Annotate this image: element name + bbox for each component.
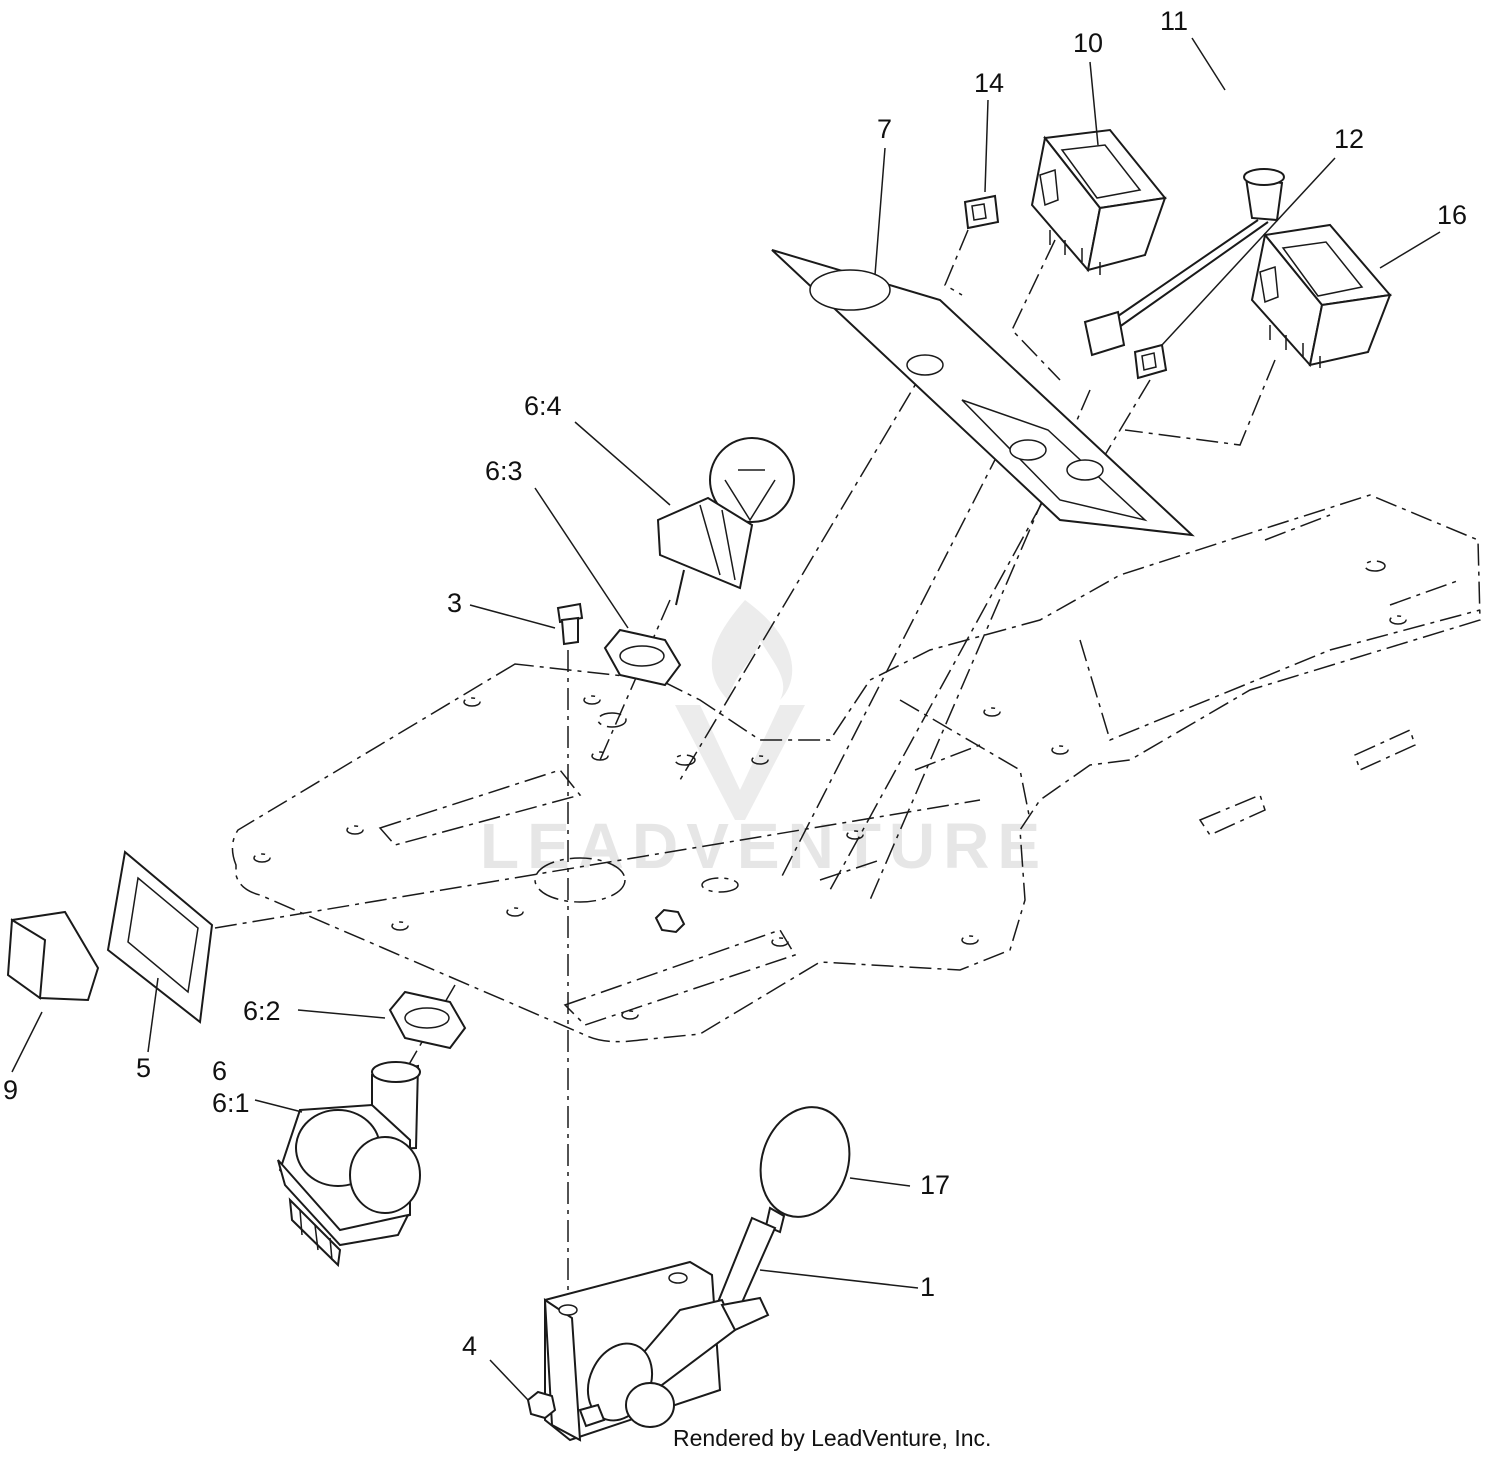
part-6-1-ignition-switch xyxy=(277,1061,421,1268)
callout-11: 11 xyxy=(1160,6,1188,36)
part-9-cap xyxy=(6,910,100,1002)
part-3-bolt xyxy=(556,602,584,646)
mounting-plate xyxy=(231,494,1481,1043)
part-7-gasket xyxy=(771,249,1195,537)
callout-7: 7 xyxy=(877,114,892,144)
callout-6-1: 6:1 xyxy=(212,1088,250,1118)
plate-hex-nut xyxy=(654,908,686,934)
part-10-switch xyxy=(1030,128,1167,275)
part-4-nut xyxy=(526,1390,557,1420)
watermark-flame-icon xyxy=(711,600,793,700)
callout-10: 10 xyxy=(1073,28,1103,58)
callout-5: 5 xyxy=(136,1053,151,1083)
callout-3: 3 xyxy=(447,588,462,618)
callout-9: 9 xyxy=(3,1075,18,1105)
watermark-text: LEADVENTURE xyxy=(480,810,1048,882)
callout-6-2: 6:2 xyxy=(243,996,281,1026)
callout-6-3: 6:3 xyxy=(485,456,523,486)
part-11-lamp-harness xyxy=(1083,168,1285,357)
part-16-switch xyxy=(1250,223,1392,368)
leader-lines xyxy=(11,37,1441,1401)
callout-4: 4 xyxy=(462,1331,477,1361)
render-credit: Rendered by LeadVenture, Inc. xyxy=(673,1425,991,1451)
callout-6: 6 xyxy=(212,1056,227,1086)
part-6-3-nut xyxy=(603,628,682,687)
watermark: LEADVENTURE xyxy=(480,600,1048,882)
part-5-bezel xyxy=(106,850,214,1024)
part-6-4-bulb xyxy=(656,437,795,606)
part-6-2-nut xyxy=(388,990,467,1050)
callout-6-4: 6:4 xyxy=(524,391,562,421)
part-14-plug xyxy=(963,194,1000,230)
callout-12: 12 xyxy=(1334,124,1364,154)
callout-16: 16 xyxy=(1437,200,1467,230)
callout-17: 17 xyxy=(920,1170,950,1200)
callout-14: 14 xyxy=(974,68,1004,98)
part-12-plug xyxy=(1133,343,1168,380)
callout-1: 1 xyxy=(920,1272,935,1302)
part-1-lever-assembly xyxy=(543,1216,777,1442)
part-17-knob xyxy=(759,1106,851,1234)
callouts: 11 10 14 7 12 16 6:4 6:3 3 6:2 6 6:1 5 9… xyxy=(3,6,1467,1361)
